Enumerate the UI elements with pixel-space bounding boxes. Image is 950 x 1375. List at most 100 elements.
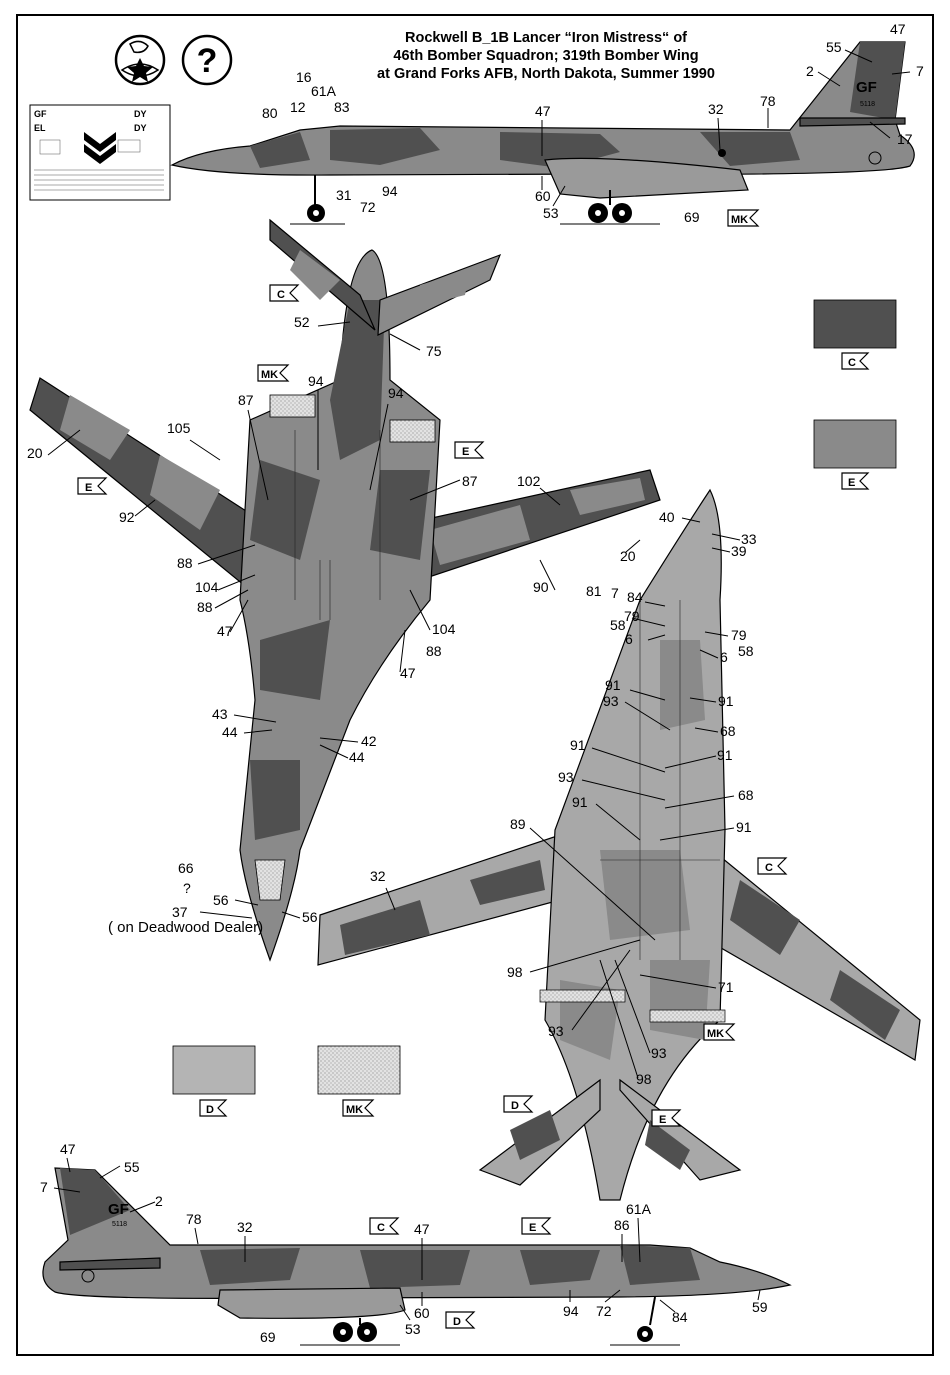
svg-text:GF: GF: [34, 109, 47, 119]
svg-text:C: C: [848, 357, 856, 369]
svg-text:83: 83: [334, 99, 350, 115]
svg-text:69: 69: [684, 209, 700, 225]
svg-text:D: D: [453, 1316, 461, 1328]
svg-text:53: 53: [405, 1321, 421, 1337]
svg-text:2: 2: [806, 63, 814, 79]
svg-text:72: 72: [360, 199, 376, 215]
plan-view-bottom: 40 33 39 81 7 84 79 58 6 79 6 58 91 93 9…: [317, 488, 921, 1201]
decal-sheet-thumbnail: GF DY EL DY: [29, 104, 171, 201]
swatch-d: D: [172, 1045, 256, 1117]
svg-text:32: 32: [370, 868, 386, 884]
e-code-marker-plan-left: E: [77, 477, 108, 495]
svg-text:5118: 5118: [860, 101, 875, 108]
svg-text:47: 47: [217, 623, 233, 639]
side-view-bottom: GF 5118 47 55 7 2 78 32 47 61A 86 69 60 …: [40, 1141, 792, 1346]
svg-text:53: 53: [543, 205, 559, 221]
sheet-border: [16, 14, 934, 1356]
svg-text:102: 102: [517, 473, 541, 489]
svg-text:86: 86: [614, 1217, 630, 1233]
swatch-c: C: [813, 299, 897, 370]
svg-text:32: 32: [708, 101, 724, 117]
svg-text:80: 80: [262, 105, 278, 121]
svg-text:61A: 61A: [311, 83, 337, 99]
c-code-marker-plan: C: [269, 284, 300, 302]
svg-text:C: C: [277, 289, 285, 301]
svg-text:79: 79: [731, 627, 747, 643]
svg-text:91: 91: [605, 677, 621, 693]
svg-text:91: 91: [736, 819, 752, 835]
swatch-e: E: [813, 419, 897, 490]
svg-text:37: 37: [172, 904, 188, 920]
svg-text:6: 6: [720, 649, 728, 665]
title-line-3: at Grand Forks AFB, North Dakota, Summer…: [377, 66, 715, 82]
e-code-marker-plan-right: E: [454, 441, 485, 459]
mk-code-marker-bottom: MK: [703, 1023, 736, 1041]
d-code-marker-bottom: D: [503, 1095, 534, 1113]
svg-text:91: 91: [570, 737, 586, 753]
svg-text:104: 104: [195, 579, 219, 595]
svg-text:93: 93: [603, 693, 619, 709]
svg-text:56: 56: [213, 892, 229, 908]
mk-code-marker-top: MK: [727, 209, 760, 227]
c-code-marker-bottom: C: [757, 857, 788, 875]
svg-text:DY: DY: [134, 123, 147, 133]
svg-text:C: C: [377, 1222, 385, 1234]
svg-text:93: 93: [548, 1023, 564, 1039]
svg-text:79: 79: [624, 608, 640, 624]
title-line-1: Rockwell B_1B Lancer “Iron Mistress“ of: [405, 30, 687, 46]
svg-text:GF: GF: [856, 79, 877, 96]
svg-text:40: 40: [659, 509, 675, 525]
svg-text:7: 7: [611, 585, 619, 601]
svg-text:88: 88: [177, 555, 193, 571]
svg-text:94: 94: [308, 373, 324, 389]
svg-text:55: 55: [826, 39, 842, 55]
e-code-marker-bottom: E: [651, 1109, 682, 1127]
svg-text:32: 32: [237, 1219, 253, 1235]
svg-text:47: 47: [890, 21, 906, 37]
svg-text:43: 43: [212, 706, 228, 722]
svg-text:E: E: [848, 477, 855, 489]
svg-text:93: 93: [651, 1045, 667, 1061]
svg-text:31: 31: [336, 187, 352, 203]
svg-text:58: 58: [738, 643, 754, 659]
svg-text:84: 84: [672, 1309, 688, 1325]
svg-text:66: 66: [178, 860, 194, 876]
svg-text:39: 39: [731, 543, 747, 559]
svg-text:105: 105: [167, 420, 191, 436]
svg-text:56: 56: [302, 909, 318, 925]
svg-text:91: 91: [718, 693, 734, 709]
svg-text:5118: 5118: [112, 1221, 127, 1228]
svg-text:90: 90: [533, 579, 549, 595]
svg-text:58: 58: [610, 617, 626, 633]
mk-code-marker-plan: MK: [257, 364, 290, 382]
plan-view-top: 52 75 94 94 87 105 20 92 88 104 88 47 43…: [27, 218, 661, 962]
svg-text:84: 84: [627, 589, 643, 605]
svg-text:DY: DY: [134, 109, 147, 119]
svg-text:MK: MK: [707, 1028, 724, 1040]
svg-text:61A: 61A: [626, 1201, 652, 1217]
svg-text:75: 75: [426, 343, 442, 359]
svg-text:20: 20: [27, 445, 43, 461]
svg-text:47: 47: [414, 1221, 430, 1237]
svg-text:91: 91: [572, 794, 588, 810]
svg-text:93: 93: [558, 769, 574, 785]
svg-text:44: 44: [222, 724, 238, 740]
svg-text:MK: MK: [731, 214, 748, 226]
page-title: Rockwell B_1B Lancer “Iron Mistress“ of …: [377, 30, 715, 82]
svg-text:20: 20: [620, 548, 636, 564]
svg-text:E: E: [529, 1222, 536, 1234]
bird-star-emblem-icon: [114, 34, 166, 86]
svg-text:16: 16: [296, 69, 312, 85]
svg-text:88: 88: [197, 599, 213, 615]
svg-text:87: 87: [238, 392, 254, 408]
svg-text:MK: MK: [346, 1104, 363, 1116]
svg-text:59: 59: [752, 1299, 768, 1315]
svg-text:94: 94: [388, 385, 404, 401]
svg-text:60: 60: [535, 188, 551, 204]
svg-text:92: 92: [119, 509, 135, 525]
svg-text:104: 104: [432, 621, 456, 637]
svg-text:81: 81: [586, 583, 602, 599]
svg-text:98: 98: [507, 964, 523, 980]
